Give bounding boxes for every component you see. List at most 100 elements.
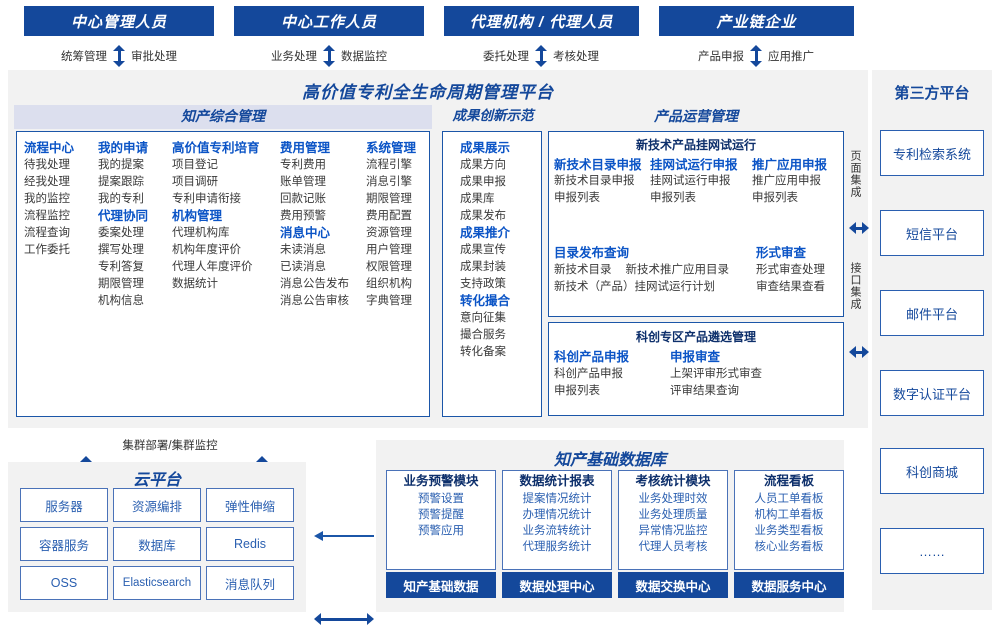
db-footer-3[interactable]: 数据服务中心 xyxy=(734,572,844,598)
cloud-cell-3[interactable]: 容器服务 xyxy=(20,527,108,561)
db-item[interactable]: 异常情况监控 xyxy=(638,525,708,537)
group-item[interactable]: 申报列表 xyxy=(554,385,600,397)
group-head[interactable]: 目录发布查询 xyxy=(554,246,630,260)
group-item[interactable]: 费用预警 xyxy=(280,210,326,222)
group-item[interactable]: 代理机构库 xyxy=(172,227,230,239)
db-column-head[interactable]: 考核统计模块 xyxy=(635,474,711,488)
third-party-item-2[interactable]: 邮件平台 xyxy=(880,290,984,336)
group-item[interactable]: 提案跟踪 xyxy=(98,176,144,188)
db-column-head[interactable]: 数据统计报表 xyxy=(519,474,595,488)
db-footer-0[interactable]: 知产基础数据 xyxy=(386,572,496,598)
db-column-head[interactable]: 业务预警模块 xyxy=(403,474,479,488)
group-item[interactable]: 成果发布 xyxy=(460,210,506,222)
third-party-item-0[interactable]: 专利检索系统 xyxy=(880,130,984,176)
db-item[interactable]: 代理人员考核 xyxy=(638,541,708,553)
group-head[interactable]: 消息中心 xyxy=(280,226,331,240)
group-item[interactable]: 权限管理 xyxy=(366,261,412,273)
group-head[interactable]: 推广应用申报 xyxy=(752,158,828,172)
group-item[interactable]: 成果方向 xyxy=(460,159,506,171)
group-item[interactable]: 申报列表 xyxy=(752,192,798,204)
group-item[interactable]: 已读消息 xyxy=(280,261,326,273)
cloud-cell-6[interactable]: OSS xyxy=(20,566,108,600)
cloud-cell-4[interactable]: 数据库 xyxy=(113,527,201,561)
db-item[interactable]: 办理情况统计 xyxy=(522,509,592,521)
group-head[interactable]: 机构管理 xyxy=(172,209,223,223)
group-item[interactable]: 项目调研 xyxy=(172,176,218,188)
group-item[interactable]: 费用配置 xyxy=(366,210,412,222)
group-item[interactable]: 回款记账 xyxy=(280,193,326,205)
group-item[interactable]: 项目登记 xyxy=(172,159,218,171)
db-column-head[interactable]: 流程看板 xyxy=(763,474,814,488)
group-item[interactable]: 意向征集 xyxy=(460,312,506,324)
group-item[interactable]: 专利申请衔接 xyxy=(172,193,241,205)
group-item[interactable]: 期限管理 xyxy=(98,278,144,290)
group-item[interactable]: 成果宣传 xyxy=(460,244,506,256)
third-party-item-1[interactable]: 短信平台 xyxy=(880,210,984,256)
group-item[interactable]: 支持政策 xyxy=(460,278,506,290)
db-item[interactable]: 预警提醒 xyxy=(418,509,464,521)
actor-title-0[interactable]: 中心管理人员 xyxy=(24,6,214,36)
group-item[interactable]: 新技术推广应用目录 xyxy=(625,264,730,276)
db-item[interactable]: 人员工单看板 xyxy=(754,493,824,505)
group-head[interactable]: 系统管理 xyxy=(366,141,417,155)
group-item[interactable]: 上架评审形式审查 xyxy=(670,368,762,380)
group-item[interactable]: 撰写处理 xyxy=(98,244,144,256)
group-item[interactable]: 我的监控 xyxy=(24,193,70,205)
third-party-item-4[interactable]: 科创商城 xyxy=(880,448,984,494)
actor-title-3[interactable]: 产业链企业 xyxy=(659,6,854,36)
group-item[interactable]: 成果申报 xyxy=(460,176,506,188)
group-item[interactable]: 机构年度评价 xyxy=(172,244,241,256)
cloud-cell-5[interactable]: Redis xyxy=(206,527,294,561)
group-item[interactable]: 委案处理 xyxy=(98,227,144,239)
group-item[interactable]: 字典管理 xyxy=(366,295,412,307)
group-head[interactable]: 代理协同 xyxy=(98,209,149,223)
group-head[interactable]: 流程中心 xyxy=(24,141,75,155)
group-item[interactable]: 消息公告审核 xyxy=(280,295,349,307)
db-item[interactable]: 业务流转统计 xyxy=(522,525,592,537)
db-item[interactable]: 核心业务看板 xyxy=(754,541,824,553)
group-item[interactable]: 挂网试运行申报 xyxy=(650,175,731,187)
group-head[interactable]: 形式审查 xyxy=(756,246,807,260)
group-item[interactable]: 审查结果查看 xyxy=(756,281,825,293)
group-head[interactable]: 科创产品申报 xyxy=(554,350,630,364)
group-item[interactable]: 账单管理 xyxy=(280,176,326,188)
third-party-item-5[interactable]: …… xyxy=(880,528,984,574)
db-item[interactable]: 业务处理质量 xyxy=(638,509,708,521)
group-item[interactable]: 机构信息 xyxy=(98,295,144,307)
group-item[interactable]: 转化备案 xyxy=(460,346,506,358)
third-party-item-3[interactable]: 数字认证平台 xyxy=(880,370,984,416)
group-item[interactable]: 评审结果查询 xyxy=(670,385,739,397)
group-head[interactable]: 新技术目录申报 xyxy=(554,158,642,172)
group-item[interactable]: 专利答复 xyxy=(98,261,144,273)
group-head[interactable]: 挂网试运行申报 xyxy=(650,158,738,172)
group-item[interactable]: 流程监控 xyxy=(24,210,70,222)
group-item[interactable]: 流程引擎 xyxy=(366,159,412,171)
db-footer-1[interactable]: 数据处理中心 xyxy=(502,572,612,598)
group-item[interactable]: 科创产品申报 xyxy=(554,368,623,380)
db-item[interactable]: 业务处理时效 xyxy=(638,493,708,505)
group-item[interactable]: 未读消息 xyxy=(280,244,326,256)
group-item[interactable]: 申报列表 xyxy=(650,192,696,204)
db-item[interactable]: 提案情况统计 xyxy=(522,493,592,505)
group-item[interactable]: 经我处理 xyxy=(24,176,70,188)
group-item[interactable]: 申报列表 xyxy=(554,192,600,204)
group-item[interactable]: 我的提案 xyxy=(98,159,144,171)
group-item[interactable]: 消息公告发布 xyxy=(280,278,349,290)
group-item[interactable]: 成果封装 xyxy=(460,261,506,273)
group-item[interactable]: 新技术目录申报 xyxy=(554,175,635,187)
group-item[interactable]: 用户管理 xyxy=(366,244,412,256)
db-footer-2[interactable]: 数据交换中心 xyxy=(618,572,728,598)
group-item[interactable]: 期限管理 xyxy=(366,193,412,205)
db-item[interactable]: 机构工单看板 xyxy=(754,509,824,521)
group-item[interactable]: 组织机构 xyxy=(366,278,412,290)
db-item[interactable]: 业务类型看板 xyxy=(754,525,824,537)
group-head[interactable]: 申报审查 xyxy=(670,350,721,364)
group-item[interactable]: 新技术（产品）挂网试运行计划 xyxy=(554,281,715,293)
cloud-cell-8[interactable]: 消息队列 xyxy=(206,566,294,600)
group-item[interactable]: 推广应用申报 xyxy=(752,175,821,187)
cloud-cell-1[interactable]: 资源编排 xyxy=(113,488,201,522)
db-item[interactable]: 预警设置 xyxy=(418,493,464,505)
group-item[interactable]: 成果库 xyxy=(460,193,495,205)
group-head[interactable]: 高价值专利培育 xyxy=(172,141,260,155)
group-item[interactable]: 新技术目录 xyxy=(554,264,612,276)
